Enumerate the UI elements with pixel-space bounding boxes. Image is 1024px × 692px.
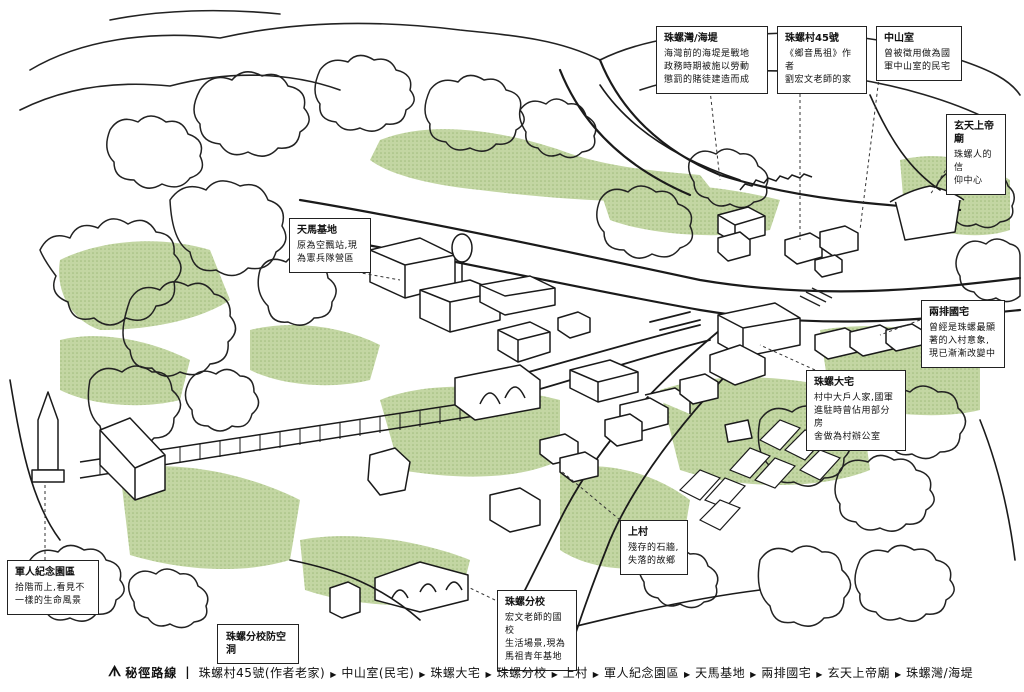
route-stop: 天馬基地	[695, 665, 746, 680]
label-title: 珠螺灣/海堤	[664, 33, 718, 44]
label-body: 拾階而上,看見不 一樣的生命風景	[15, 583, 85, 606]
route-arrow-icon: ▶	[330, 669, 337, 679]
label-title: 珠螺分校	[505, 597, 545, 608]
route-stop: 兩排國宅	[761, 665, 812, 680]
route-arrow-icon: ▶	[419, 669, 426, 679]
label-title: 珠螺分校防空洞	[226, 632, 286, 656]
route-stop: 珠螺灣/海堤	[906, 665, 974, 680]
label-village-45: 珠螺村45號 《鄉音馬祖》作者 劉宏文老師的家	[777, 26, 867, 94]
label-body: 原為空飄站,現 為憲兵隊營區	[297, 241, 358, 264]
route-stop: 玄天上帝廟	[827, 665, 890, 680]
route-stop: 軍人紀念園區	[603, 665, 679, 680]
label-big-house: 珠螺大宅 村中大戶人家,國軍 進駐時曾佔用部分房 舍做為村辦公室	[806, 370, 906, 451]
label-air-raid-shelter: 珠螺分校防空洞	[217, 624, 299, 664]
label-body: 村中大戶人家,國軍 進駐時曾佔用部分房 舍做為村辦公室	[814, 393, 894, 442]
label-memorial: 軍人紀念園區 拾階而上,看見不 一樣的生命風景	[7, 560, 99, 615]
label-body: 曾被徵用做為國 軍中山室的民宅	[884, 49, 951, 72]
buildings	[31, 185, 965, 619]
label-title: 天馬基地	[297, 225, 337, 236]
route-separator: |	[185, 665, 190, 679]
label-zhongshan: 中山室 曾被徵用做為國 軍中山室的民宅	[876, 26, 962, 81]
label-title: 玄天上帝廟	[954, 121, 994, 145]
route-arrow-icon: ▶	[683, 669, 691, 679]
route-arrow-icon: ▶	[894, 669, 902, 679]
route-stop: 上村	[562, 665, 588, 680]
label-two-rows: 兩排國宅 曾經是珠螺最顯 著的入村意象, 現已漸漸改變中	[921, 300, 1005, 368]
route-legend: ᗑ 秘徑路線 | 珠螺村45號(作者老家) ▶ 中山室(民宅) ▶ 珠螺大宅 ▶ 珠螺分校 ▶…	[108, 660, 1018, 684]
label-branch-school: 珠螺分校 宏文老師的國校 生活場景,現為 馬祖青年基地	[497, 590, 577, 671]
route-stop: 珠螺村45號(作者老家)	[198, 665, 326, 680]
label-body: 《鄉音馬祖》作者 劉宏文老師的家	[785, 49, 852, 85]
label-title: 兩排國宅	[929, 307, 969, 318]
label-body: 殘存的石牆, 失落的故鄉	[628, 543, 679, 566]
label-upper-village: 上村 殘存的石牆, 失落的故鄉	[620, 520, 688, 575]
label-body: 海灣前的海堤是戰地 政務時期被施以勞動 懲罰的賭徒建造而成	[664, 49, 750, 85]
label-body: 宏文老師的國校 生活場景,現為 馬祖青年基地	[505, 613, 566, 662]
route-stop: 珠螺大宅	[430, 665, 481, 680]
route-arrow-icon: ▶	[816, 669, 823, 679]
label-body: 曾經是珠螺最顯 著的入村意象, 現已漸漸改變中	[929, 323, 996, 359]
route-stop: 珠螺分校	[496, 665, 547, 680]
label-title: 珠螺大宅	[814, 377, 854, 388]
route-arrow-icon: ▶	[592, 669, 599, 679]
sea-wall	[739, 173, 813, 191]
label-title: 上村	[628, 527, 648, 538]
route-arrow-icon: ▶	[551, 669, 558, 679]
route-arrow-icon: ▶	[485, 669, 492, 679]
label-title: 軍人紀念園區	[15, 567, 75, 578]
label-xuantian: 玄天上帝廟 珠螺人的信 仰中心	[946, 114, 1006, 195]
route-arrow-icon: ▶	[750, 669, 757, 679]
route-stop: 中山室(民宅)	[341, 665, 415, 680]
label-body: 珠螺人的信 仰中心	[954, 150, 993, 186]
route-title: 秘徑路線	[125, 665, 178, 680]
label-zhuluo-bay: 珠螺灣/海堤 海灣前的海堤是戰地 政務時期被施以勞動 懲罰的賭徒建造而成	[656, 26, 768, 94]
route-stops: 珠螺村45號(作者老家) ▶ 中山室(民宅) ▶ 珠螺大宅 ▶ 珠螺分校 ▶ 上村 ▶ 軍人紀念園區…	[199, 664, 974, 681]
vegetation-areas	[59, 129, 1010, 606]
crosswalk	[799, 287, 833, 307]
label-title: 珠螺村45號	[785, 33, 839, 44]
tree-canopies	[24, 54, 1021, 629]
label-tianma: 天馬基地 原為空飄站,現 為憲兵隊營區	[289, 218, 371, 273]
label-title: 中山室	[884, 33, 914, 44]
walker-icon: ᗑ	[108, 664, 122, 680]
